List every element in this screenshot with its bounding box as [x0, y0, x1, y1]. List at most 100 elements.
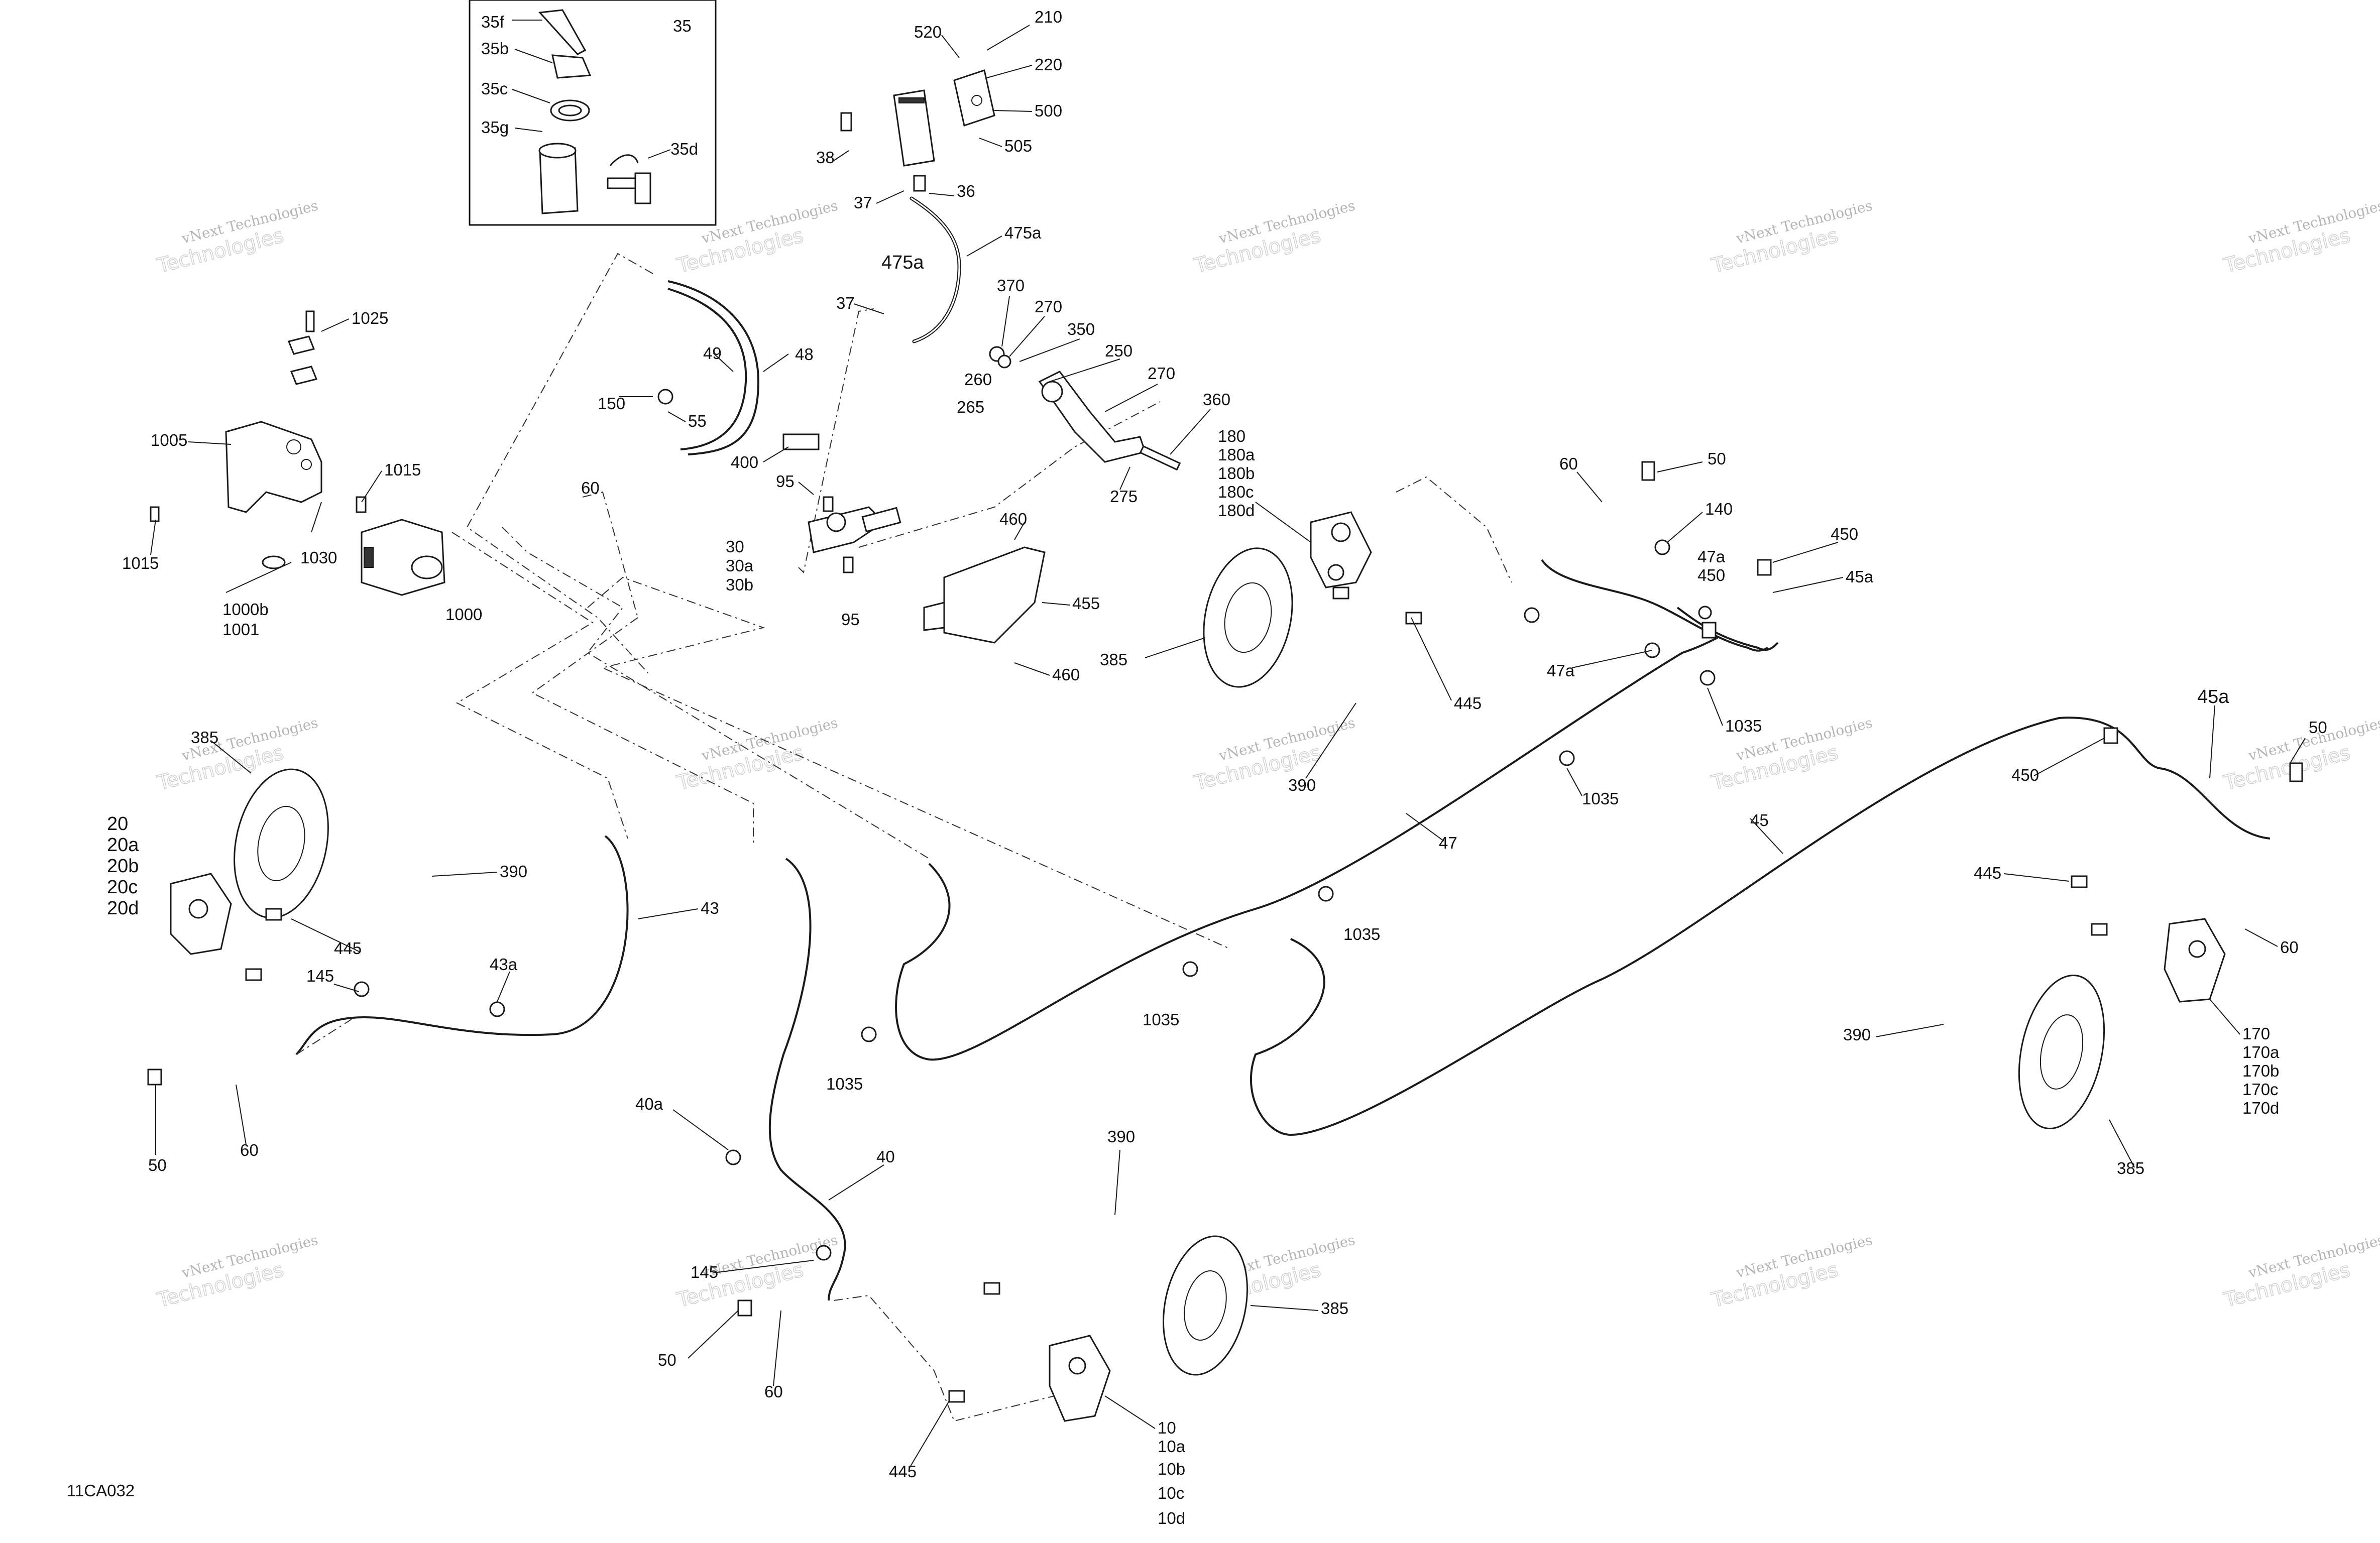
- diagram-code: 11CA032: [67, 1481, 135, 1500]
- callout-360: 360: [1203, 390, 1230, 409]
- callout-60-d: 60: [2280, 938, 2299, 957]
- callout-450-b: 450: [1831, 525, 1858, 543]
- callout-95-b: 95: [841, 610, 860, 629]
- callout-10c: 10c: [1158, 1484, 1184, 1502]
- bolt-95: [843, 556, 854, 573]
- callout-170b: 170b: [2242, 1061, 2279, 1080]
- callout-1035-e: 1035: [826, 1075, 863, 1093]
- caliper-170: [2164, 918, 2226, 1003]
- callout-400: 400: [731, 453, 758, 471]
- callout-1015-b: 1015: [122, 554, 159, 572]
- bolt-445: [948, 1390, 965, 1403]
- callout-30: 30: [726, 537, 744, 556]
- callout-43a: 43a: [490, 955, 518, 974]
- callout-47a-b: 47a: [1547, 661, 1575, 680]
- callout-350: 350: [1067, 320, 1095, 338]
- nut-1025: [287, 310, 318, 385]
- label-leaders: [150, 25, 2306, 1469]
- callout-145-b: 145: [691, 1263, 718, 1281]
- callout-1000: 1000: [445, 605, 482, 624]
- callout-140: 140: [1705, 500, 1733, 518]
- callout-385-d: 385: [1321, 1299, 1348, 1318]
- callout-47: 47: [1439, 834, 1457, 852]
- callout-475a-b: 475a: [881, 252, 924, 273]
- callout-475a: 475a: [1004, 223, 1042, 242]
- bolt-445: [2071, 875, 2088, 888]
- callout-20b: 20b: [107, 856, 139, 877]
- callout-10a: 10a: [1158, 1437, 1186, 1456]
- callout-170a: 170a: [2242, 1043, 2280, 1061]
- callout-1000b: 1000b: [222, 600, 269, 619]
- bracket-40a: [725, 1149, 741, 1165]
- callout-270: 270: [1035, 297, 1062, 316]
- routing-dashes: [296, 253, 1512, 1422]
- callout-95: 95: [776, 472, 795, 491]
- callout-180c: 180c: [1218, 483, 1254, 501]
- callout-390-b: 390: [1843, 1025, 1871, 1044]
- brake-lines: [295, 196, 2271, 1301]
- callout-370: 370: [997, 276, 1025, 295]
- callout-445-b: 445: [1974, 864, 2001, 882]
- bolt-445: [2091, 923, 2108, 936]
- callout-265: 265: [957, 398, 984, 416]
- callout-250: 250: [1105, 341, 1132, 360]
- callout-50-b: 50: [2309, 718, 2327, 737]
- line-48: [667, 280, 760, 455]
- callout-35c: 35c: [481, 79, 508, 98]
- callout-30b: 30b: [726, 575, 753, 594]
- clip-1035: [1318, 886, 1334, 902]
- guard-455: [923, 546, 1046, 644]
- callout-220: 220: [1035, 55, 1062, 74]
- line-49: [667, 288, 747, 450]
- callout-1001: 1001: [222, 620, 259, 639]
- bracket-43a: [489, 1001, 505, 1017]
- callout-20a: 20a: [107, 835, 139, 856]
- fitting-450: [1702, 622, 1717, 639]
- callout-40a: 40a: [635, 1095, 663, 1113]
- inset-frame: [469, 0, 717, 226]
- callout-60-e: 60: [240, 1141, 259, 1159]
- washer-60: [1698, 606, 1712, 620]
- clip-145: [816, 1245, 832, 1261]
- brake-disc-385-rear-right: [2018, 974, 2105, 1130]
- clip-140: [1654, 539, 1670, 555]
- callout-55: 55: [688, 412, 707, 430]
- callout-450: 450: [1697, 566, 1725, 584]
- reservoir-assembly-top: [840, 69, 995, 192]
- callout-43: 43: [701, 899, 719, 917]
- callout-30a: 30a: [726, 556, 754, 575]
- brake-disc-385-left: [234, 768, 329, 919]
- callout-1030: 1030: [300, 548, 337, 567]
- callout-35d: 35d: [670, 140, 698, 158]
- callout-47a: 47a: [1697, 547, 1726, 566]
- bracket-400: [782, 433, 820, 450]
- brake-disc-385-rear-left: [1163, 1235, 1248, 1376]
- callout-labels: 520 210 220 500 505 38 37 36 475a 475a 3…: [67, 8, 2327, 1527]
- caliper-180: [1310, 511, 1372, 588]
- callout-275: 275: [1110, 487, 1138, 506]
- abs-module-assembly: [150, 310, 445, 596]
- callout-210: 210: [1035, 8, 1062, 26]
- bolt-1015: [150, 506, 160, 522]
- callout-180b: 180b: [1218, 464, 1255, 483]
- callout-1035-c: 1035: [1343, 925, 1380, 943]
- callout-390-c: 390: [500, 862, 527, 881]
- fitting-450: [2103, 727, 2118, 744]
- brake-disc-385-front-right: [1203, 547, 1293, 688]
- line-45a: [1676, 607, 1779, 651]
- line-40: [768, 858, 846, 1301]
- callout-1035-d: 1035: [1143, 1010, 1179, 1029]
- callout-50-c: 50: [148, 1156, 167, 1174]
- clip-1035: [1182, 961, 1198, 977]
- bolt-445: [265, 908, 282, 921]
- callout-50-d: 50: [658, 1351, 676, 1369]
- clamp-35d: [609, 154, 639, 166]
- callout-505: 505: [1004, 137, 1032, 155]
- callout-1025: 1025: [352, 309, 388, 327]
- callout-170: 170: [2242, 1024, 2270, 1043]
- callout-35f: 35f: [481, 13, 505, 31]
- callout-445-d: 445: [889, 1462, 917, 1481]
- callout-460-b: 460: [1052, 665, 1080, 684]
- callout-260: 260: [964, 370, 992, 389]
